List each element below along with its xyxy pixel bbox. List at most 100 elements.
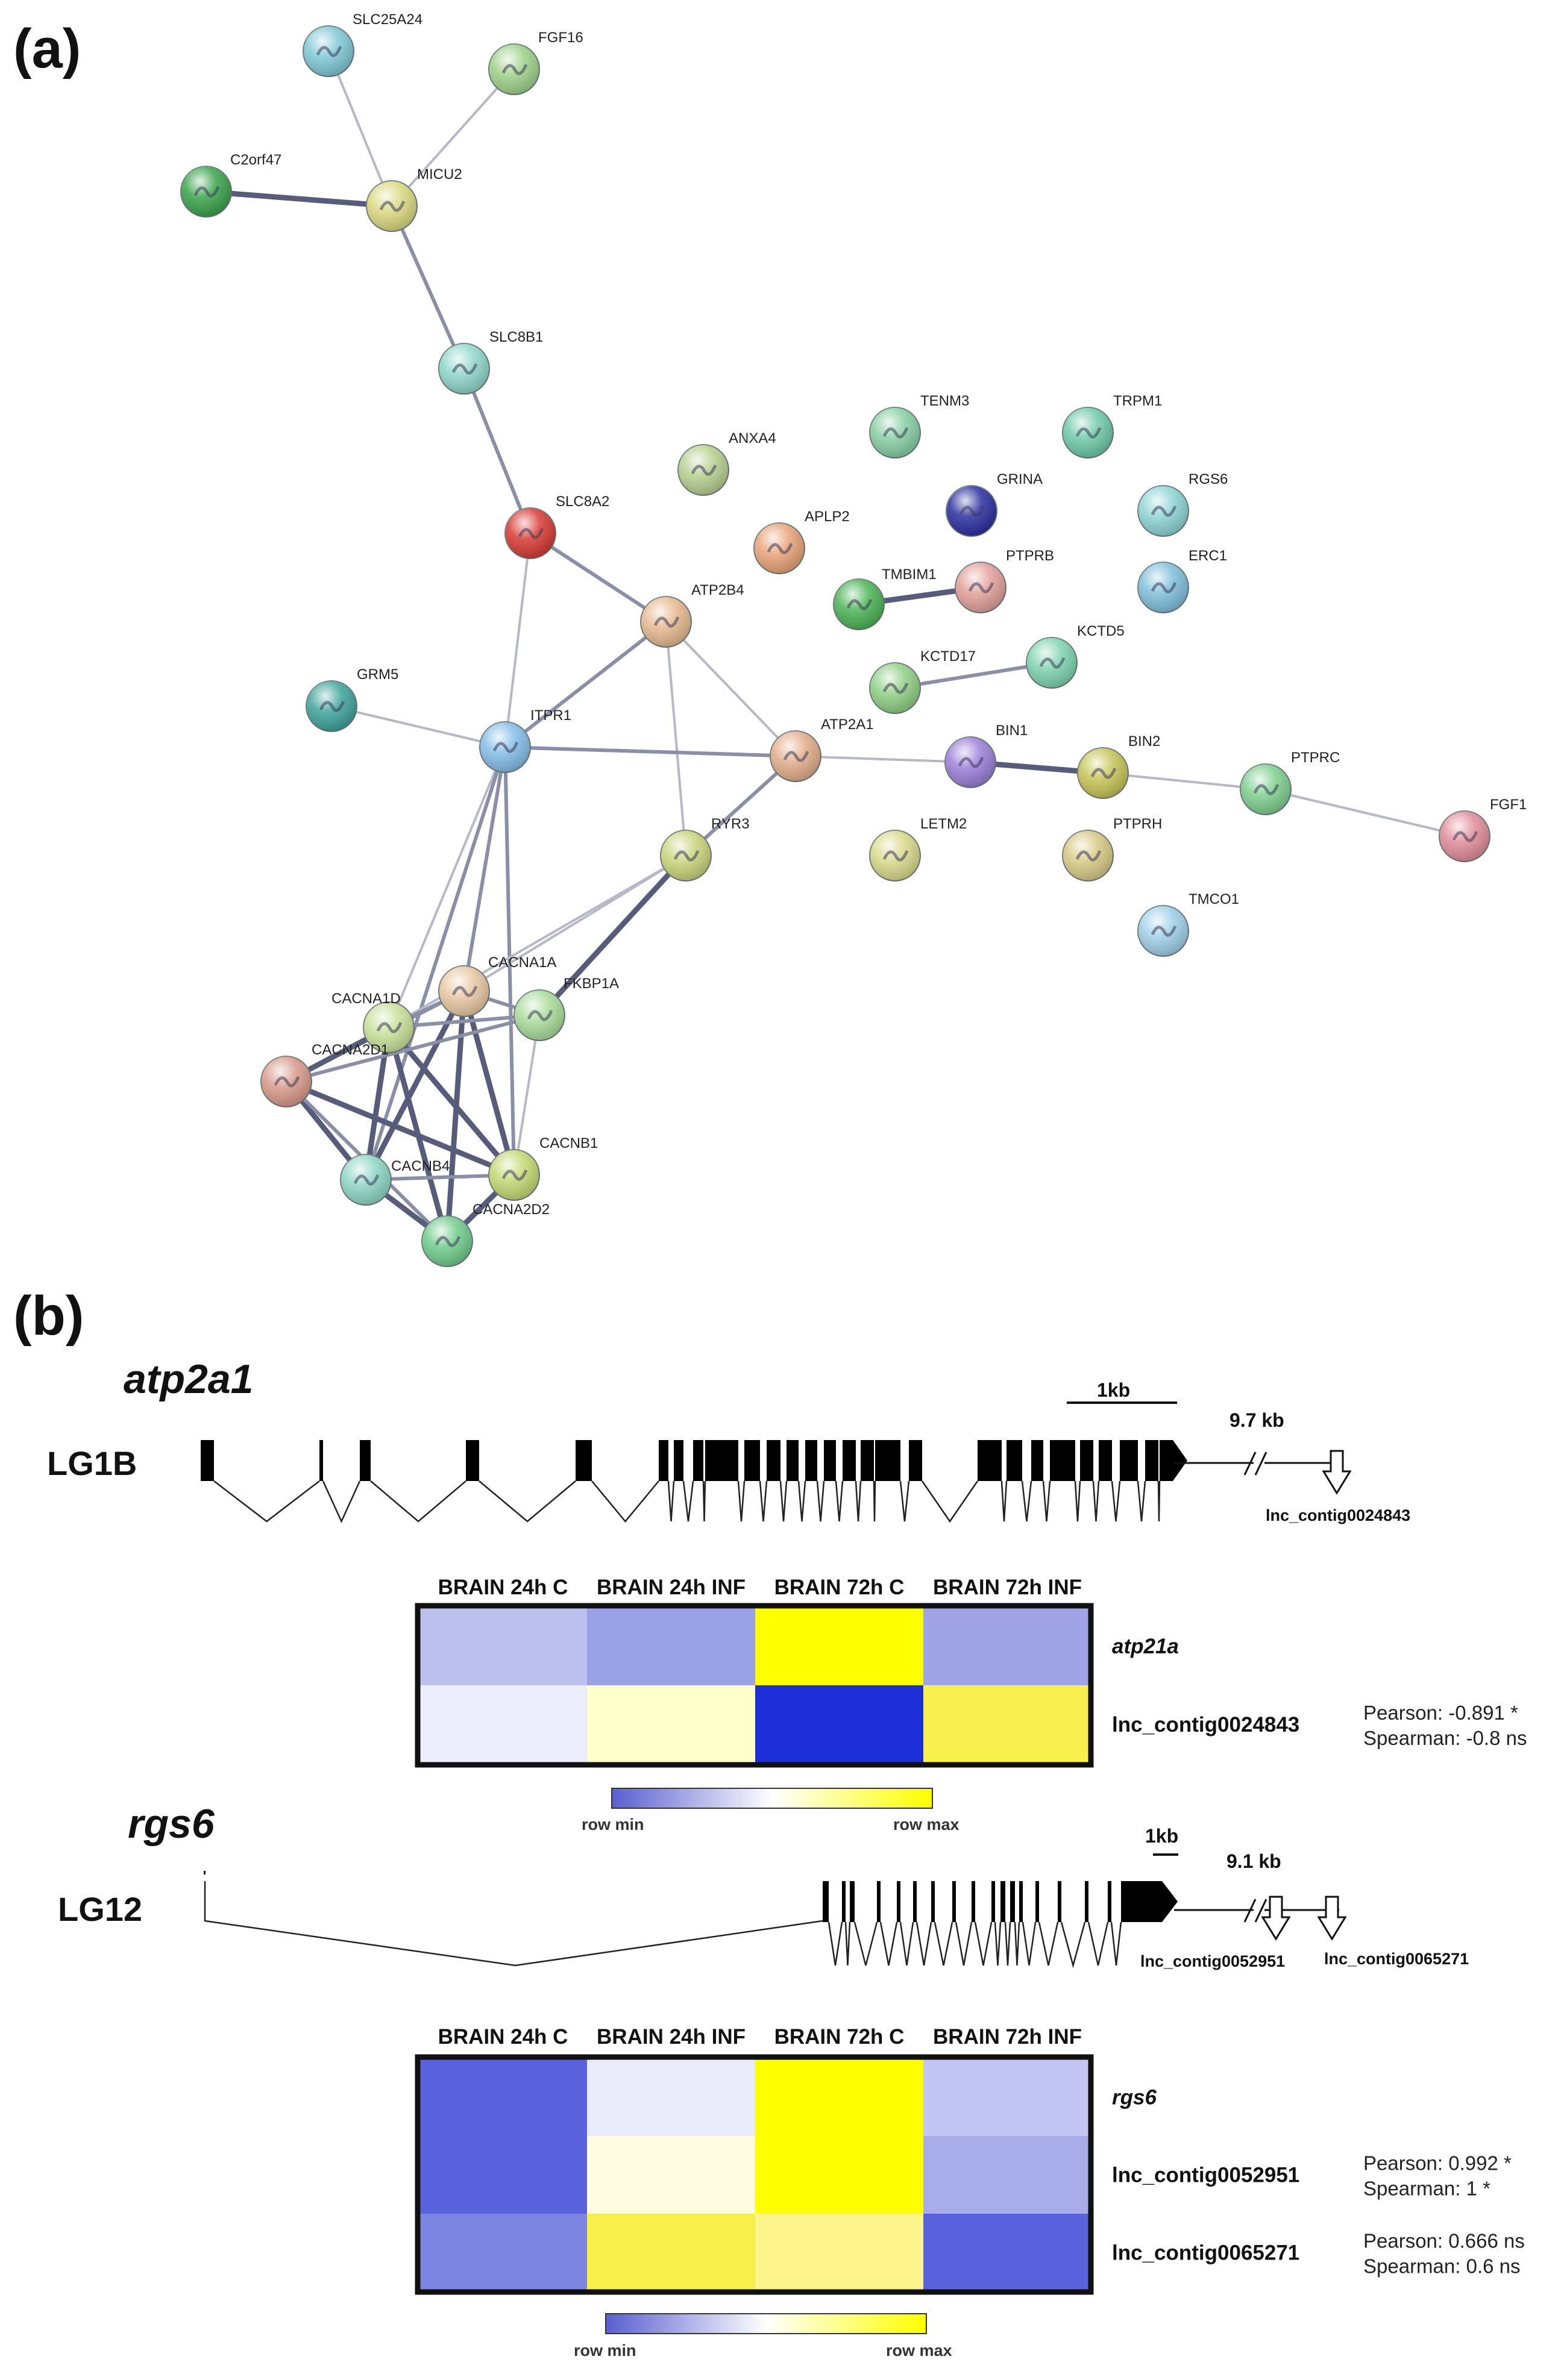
network-node[interactable]: TRPM1 [1062, 393, 1162, 459]
network-node[interactable]: CACNA1A [438, 954, 556, 1017]
network-node[interactable]: RYR3 [660, 816, 750, 882]
intron-line [899, 1480, 910, 1522]
network-node[interactable]: GRINA [946, 471, 1043, 537]
intron-line [591, 1480, 659, 1523]
heatmap-cell [755, 1685, 923, 1764]
heatmap-cell [923, 2136, 1091, 2214]
exon-block [877, 1881, 881, 1922]
node-label: TMBIM1 [882, 566, 937, 583]
exon-block [1031, 1440, 1043, 1481]
network-edge [388, 747, 506, 1028]
network-node[interactable]: BIN1 [944, 722, 1028, 788]
exon-block [674, 1440, 683, 1481]
network-edge [444, 991, 467, 1242]
break-mark [1243, 1451, 1257, 1476]
heatmap-column-label: BRAIN 72h C [774, 2025, 905, 2049]
lnc-arrow-icon [1261, 1896, 1291, 1941]
network-edge [327, 51, 393, 207]
network-node[interactable]: MICU2 [366, 166, 462, 232]
network-node[interactable]: SLC8B1 [438, 329, 543, 395]
heatmap-cell [419, 2136, 587, 2214]
heatmap-cell [587, 2136, 755, 2214]
network-node[interactable]: CACNA2D2 [421, 1201, 550, 1267]
network-node[interactable]: LETM2 [869, 816, 967, 882]
network-node[interactable]: KCTD5 [1026, 623, 1125, 689]
network-node[interactable]: KCTD17 [869, 648, 976, 714]
protein-structure-icon [691, 465, 717, 476]
node-label: KCTD17 [920, 648, 976, 665]
network-node[interactable]: PTPRB [955, 548, 1054, 613]
heatmap-column-label: BRAIN 24h C [438, 1576, 568, 1599]
network-node[interactable]: SLC25A24 [303, 11, 422, 77]
node-label: FKBP1A [564, 975, 619, 992]
network-edge [513, 1015, 541, 1176]
distance-label: 9.7 kb [1230, 1409, 1284, 1431]
exon-track-rgs6 [204, 1881, 1178, 1968]
node-label: CACNB1 [539, 1135, 598, 1151]
intron-line [322, 1480, 361, 1524]
heatmap-cells [419, 1607, 1091, 1764]
node-label: GRM5 [357, 666, 398, 683]
color-scale-legend [605, 2313, 927, 2334]
protein-structure-icon [1039, 657, 1066, 669]
network-node[interactable]: BIN2 [1077, 733, 1160, 799]
network-node[interactable]: ANXA4 [677, 430, 776, 496]
heatmap-cell [587, 1685, 755, 1764]
network-node[interactable]: ATP2A1 [770, 716, 874, 782]
node-label: PTPRC [1291, 750, 1340, 766]
network-node[interactable]: TMCO1 [1137, 891, 1239, 957]
protein-structure-icon [379, 201, 406, 212]
network-node[interactable]: TMBIM1 [833, 566, 937, 630]
network-node[interactable]: FGF16 [488, 30, 583, 95]
network-node[interactable]: ITPR1 [479, 707, 571, 773]
intron-line [370, 1480, 466, 1523]
network-node[interactable]: CACNB1 [488, 1135, 598, 1201]
exon-block [319, 1440, 323, 1481]
network-node[interactable]: C2orf47 [180, 152, 281, 218]
exon-block [805, 1440, 817, 1481]
exon-block [1000, 1881, 1005, 1922]
protein-structure-icon [959, 506, 985, 517]
intron-line [835, 1480, 844, 1522]
protein-structure-icon [501, 1170, 528, 1181]
legend-max-label: row max [893, 1815, 959, 1834]
heatmap-column-label: BRAIN 24h INF [597, 1576, 746, 1599]
chromosome-label-lg12: LG12 [58, 1890, 142, 1928]
intron-line [915, 1921, 932, 1966]
network-node[interactable]: TENM3 [869, 393, 969, 459]
network-node[interactable]: RGS6 [1137, 471, 1228, 537]
color-scale-legend [611, 1788, 933, 1809]
protein-structure-icon [882, 683, 909, 694]
exon-block [1108, 1881, 1111, 1922]
intron-line [855, 1480, 862, 1522]
exon-block [1099, 1440, 1112, 1481]
network-node[interactable]: FGF1 [1439, 797, 1527, 862]
network-node[interactable]: GRM5 [306, 666, 398, 732]
node-label: CACNA1D [331, 991, 401, 1007]
network-node[interactable]: APLP2 [753, 509, 850, 574]
network-node[interactable]: FKBP1A [513, 975, 619, 1041]
intron-line [759, 1480, 768, 1522]
node-label: SLC25A24 [353, 11, 422, 28]
node-label: PTPRB [1006, 548, 1054, 564]
network-node[interactable]: PTPRH [1062, 816, 1162, 882]
network-node[interactable]: PTPRC [1240, 750, 1340, 815]
exon-block [824, 1440, 836, 1481]
network-node[interactable]: SLC8A2 [504, 493, 609, 559]
heatmap-cell [923, 2214, 1091, 2291]
exon-block [1120, 1440, 1138, 1481]
exon-block [1080, 1440, 1093, 1481]
exon-block [1121, 1881, 1162, 1922]
network-edge [462, 368, 532, 534]
network-node[interactable]: CACNA2D1 [260, 1042, 389, 1107]
network-node[interactable]: CACNA1D [331, 991, 415, 1053]
network-edge [364, 747, 507, 1180]
lnc-arrow-icon [1322, 1450, 1352, 1495]
network-node[interactable]: ATP2B4 [640, 582, 744, 648]
network-node[interactable]: ERC1 [1137, 548, 1227, 613]
node-label: FGF1 [1490, 797, 1527, 813]
heatmap-row-label: lnc_contig0052951 [1112, 2164, 1299, 2187]
intron-line [1110, 1921, 1122, 1966]
network-node[interactable]: CACNB4 [340, 1154, 450, 1206]
